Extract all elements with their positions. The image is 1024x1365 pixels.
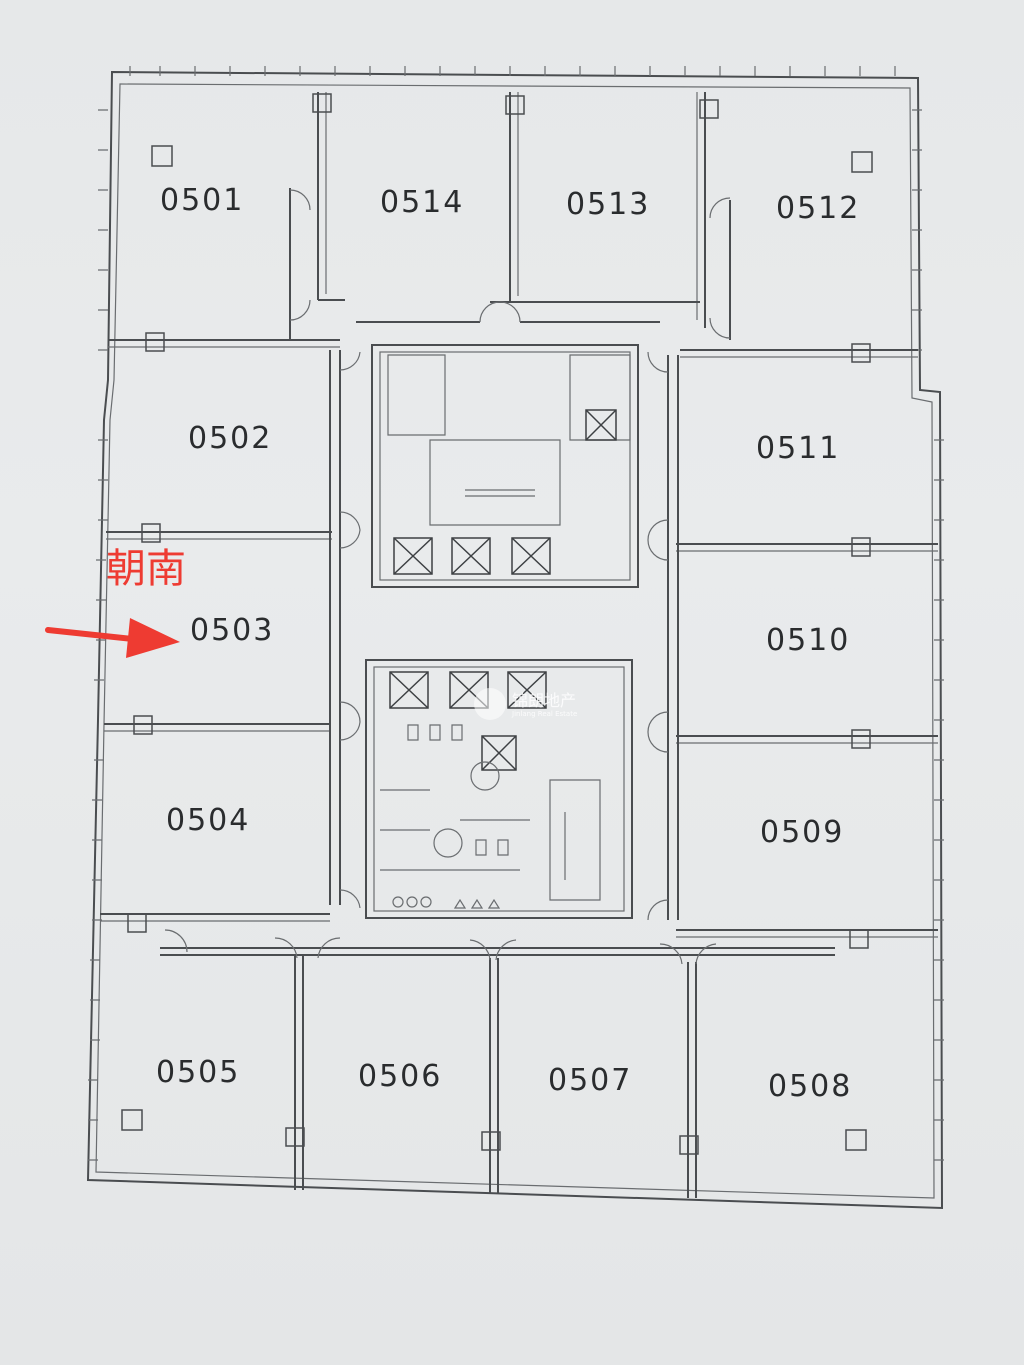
- room-label-0506: 0506: [358, 1059, 442, 1094]
- room-label-0504: 0504: [166, 803, 250, 838]
- watermark-subtext: Jinlang Real Estate: [511, 710, 577, 718]
- room-label-0514: 0514: [380, 185, 464, 220]
- annotation-label: 朝南: [106, 546, 186, 592]
- room-label-0509: 0509: [760, 815, 844, 850]
- room-label-0505: 0505: [156, 1055, 240, 1090]
- elevator-icon: [451, 537, 491, 575]
- room-label-0511: 0511: [756, 431, 840, 466]
- watermark-logo-icon: [474, 688, 506, 720]
- room-label-0510: 0510: [766, 623, 850, 658]
- elevator-icon: [511, 537, 551, 575]
- service-core: [365, 344, 639, 919]
- watermark-text: 锦朗地产: [512, 691, 576, 710]
- elevator-icon: [481, 735, 517, 771]
- elevator-icon: [389, 671, 429, 709]
- room-labels: 0501 0514 0513 0512 0502 0511 0503 0510 …: [156, 183, 860, 1104]
- columns: [121, 93, 873, 1155]
- room-label-0512: 0512: [776, 191, 860, 226]
- arrow-icon: [45, 618, 180, 658]
- elevator-icon: [585, 409, 617, 441]
- room-label-0503: 0503: [190, 613, 274, 648]
- watermark: 锦朗地产 Jinlang Real Estate: [474, 688, 577, 720]
- room-label-0513: 0513: [566, 187, 650, 222]
- elevator-icon: [393, 537, 433, 575]
- restroom-fixtures: [380, 724, 530, 909]
- elevator-icon: [507, 671, 547, 709]
- room-label-0507: 0507: [548, 1063, 632, 1098]
- room-label-0502: 0502: [188, 421, 272, 456]
- south-annotation: 朝南: [45, 546, 186, 658]
- building-outline: [86, 66, 944, 1210]
- doors: [164, 189, 731, 965]
- room-label-0508: 0508: [768, 1069, 852, 1104]
- elevators: [389, 409, 617, 771]
- partition-walls: [100, 92, 938, 1198]
- room-label-0501: 0501: [160, 183, 244, 218]
